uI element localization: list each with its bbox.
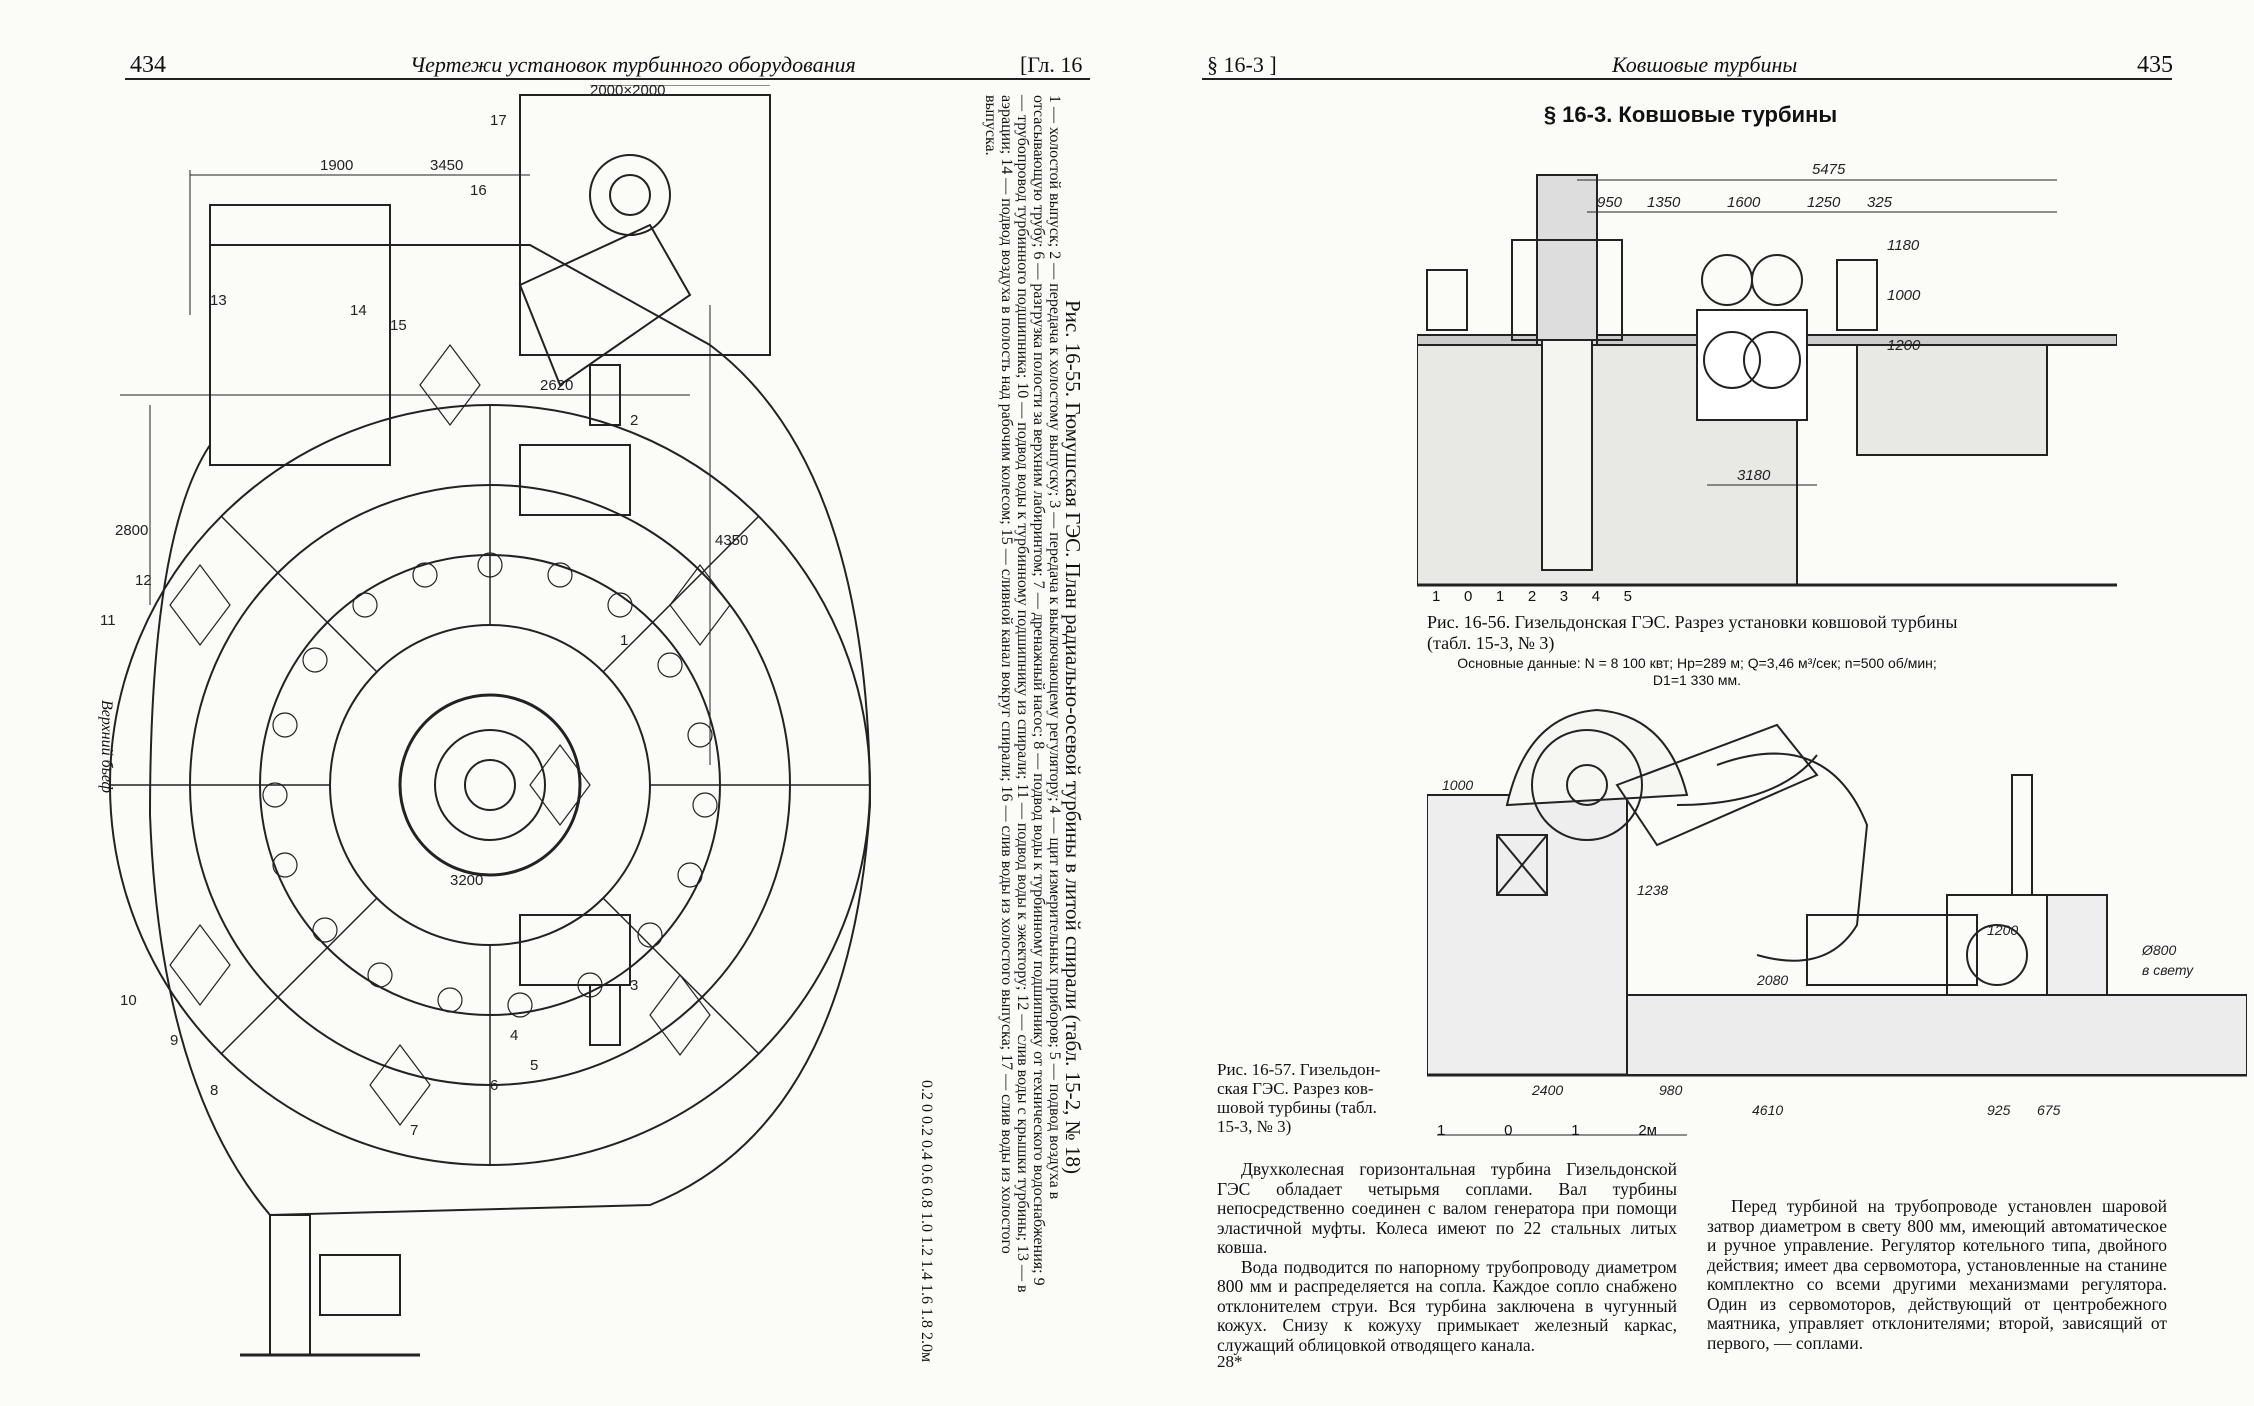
callout-15: 15 — [390, 317, 407, 334]
fig56-scale: 1 0 1 2 3 4 5 — [1432, 588, 1632, 605]
spiral-casing-outline — [148, 244, 872, 1217]
callout-12: 12 — [135, 572, 152, 589]
dim-3200: 3200 — [450, 872, 483, 889]
chapter-ref: [Гл. 16 — [1020, 52, 1083, 77]
fig56-dim-325: 325 — [1867, 194, 1893, 211]
callout-13: 13 — [210, 292, 227, 309]
header-rule-left — [125, 78, 1090, 80]
fig56-caption: Рис. 16-56. Гизельдонская ГЭС. Разрез ус… — [1427, 612, 1958, 653]
dim-2000x2000: 2000×2000 — [590, 85, 666, 99]
dim-3450: 3450 — [430, 157, 463, 174]
page-number-left: 434 — [130, 52, 166, 78]
fig56-data: Основные данные: N = 8 100 квт; Hp=289 м… — [1297, 655, 2097, 689]
callout-1: 1 — [620, 632, 628, 649]
signature-mark: 28* — [1217, 1352, 1243, 1371]
figure-caption-16-55: Рис. 16-55. Гюмушская ГЭС. План радиальн… — [1061, 300, 1085, 1174]
callout-16: 16 — [470, 182, 487, 199]
fig57-dim-d800: Ø800 — [2141, 942, 2176, 958]
callout-17: 17 — [490, 112, 507, 129]
paragraph-2: Вода подводится по напорному трубопровод… — [1217, 1256, 1677, 1355]
fig57-dim-2080: 2080 — [1756, 972, 1788, 988]
figure-legend-16-55: 1 — холостой выпуск; 2 — передача к холо… — [982, 95, 1063, 1293]
fig57-dim-2400: 2400 — [1531, 1082, 1563, 1098]
section-ref: § 16-3 ] — [1207, 52, 1277, 77]
callout-5: 5 — [530, 1057, 538, 1074]
running-title-right: Ковшовые турбины — [1612, 52, 1798, 77]
shaft-inner — [434, 729, 546, 841]
dim-1900: 1900 — [320, 157, 353, 174]
fig56-data-line1: Основные данные: N = 8 100 квт; Hp=289 м… — [1457, 655, 1937, 671]
valve-flange — [589, 154, 671, 236]
body-text-right: Перед турбиной на трубопроводе установле… — [1707, 1196, 2167, 1353]
section-title: § 16-3. Ковшовые турбины — [1543, 102, 1838, 127]
callout-6: 6 — [490, 1077, 498, 1094]
fig56-dim-1000: 1000 — [1887, 287, 1921, 304]
fig56-dim-3180: 3180 — [1737, 467, 1771, 484]
right-page: § 16-3 ] Ковшовые турбины 435 § 16-3. Ко… — [1127, 0, 2254, 1406]
callout-8: 8 — [210, 1082, 218, 1099]
page-number-right: 435 — [2137, 52, 2173, 78]
upper-pool-label: Верхний бьеф — [98, 700, 115, 793]
fig57-caption: Рис. 16-57. Гизельдон- ская ГЭС. Разрез … — [1217, 1060, 1381, 1136]
pelton-wheel — [1531, 729, 1643, 841]
scale-bar-label: 0.2 0 0.2 0.4 0.6 0.8 1.0 1.2 1.4 1.6 1.… — [918, 1080, 935, 1363]
dim-4350: 4350 — [715, 532, 748, 549]
paragraph-1: Двухколесная горизонтальная турбина Гизе… — [1217, 1159, 1677, 1257]
fig57-dim-clear: в свету — [2142, 962, 2194, 978]
fig56-dim-1250: 1250 — [1807, 194, 1841, 211]
paragraph-3: Перед турбиной на трубопроводе установле… — [1707, 1196, 2167, 1353]
fig56-data-line2: D1=1 330 мм. — [1652, 672, 1742, 688]
callout-9: 9 — [170, 1032, 178, 1049]
fig57-dim-1000: 1000 — [1442, 777, 1473, 793]
fig57-dim-1238: 1238 — [1637, 882, 1668, 898]
fig57-dim-4610: 4610 — [1752, 1102, 1783, 1118]
fig56-dim-950: 950 — [1597, 194, 1623, 211]
fig57-dim-980: 980 — [1659, 1082, 1683, 1098]
servomotor-top — [519, 444, 631, 516]
turbine-plan-drawing: 2000×2000 1900 3450 2620 4350 2800 3200 … — [100, 85, 872, 1357]
callout-2: 2 — [630, 412, 638, 429]
body-text-left: Двухколесная горизонтальная турбина Гизе… — [1217, 1159, 1677, 1355]
fig56-dim-1350: 1350 — [1647, 194, 1681, 211]
shaft-core — [464, 759, 516, 811]
idle-outlet-box — [519, 94, 771, 356]
callout-14: 14 — [350, 302, 367, 319]
inlet-pipe — [209, 204, 391, 466]
fig-16-57-drawing: 1000 1238 2080 1200 2400 980 4610 925 67… — [1427, 708, 2247, 1136]
left-page: 434 Чертежи установок турбинного оборудо… — [98, 52, 1090, 1363]
fig56-dim-1600: 1600 — [1727, 194, 1761, 211]
running-title-left: Чертежи установок турбинного оборудовани… — [410, 52, 856, 77]
callout-4: 4 — [510, 1027, 518, 1044]
runner-ring — [329, 624, 651, 946]
fig56-dim-5475: 5475 — [1812, 161, 1846, 178]
drain-pipe — [269, 1214, 311, 1356]
fig56-dim-1200: 1200 — [1887, 337, 1921, 354]
pump-block — [319, 1254, 401, 1316]
callout-10: 10 — [120, 992, 137, 1009]
callout-7: 7 — [410, 1122, 418, 1139]
dim-2620: 2620 — [540, 377, 573, 394]
dim-2800: 2800 — [115, 522, 148, 539]
callout-3: 3 — [630, 977, 638, 994]
fig56-dim-1180: 1180 — [1887, 237, 1920, 254]
fig57-dim-925: 925 — [1987, 1102, 2011, 1118]
fig57-dim-1200: 1200 — [1987, 922, 2018, 938]
fig-16-56-drawing: 5475 950 1350 1600 1250 325 1180 1000 12… — [1417, 161, 2117, 587]
header-rule-right — [1202, 78, 2172, 80]
callout-11: 11 — [100, 612, 116, 629]
servomotor-bottom — [519, 914, 631, 986]
fig57-dim-675: 675 — [2037, 1102, 2061, 1118]
shaft-outer — [398, 693, 582, 877]
fig57-scale: 1 0 1 2м — [1437, 1122, 1657, 1139]
